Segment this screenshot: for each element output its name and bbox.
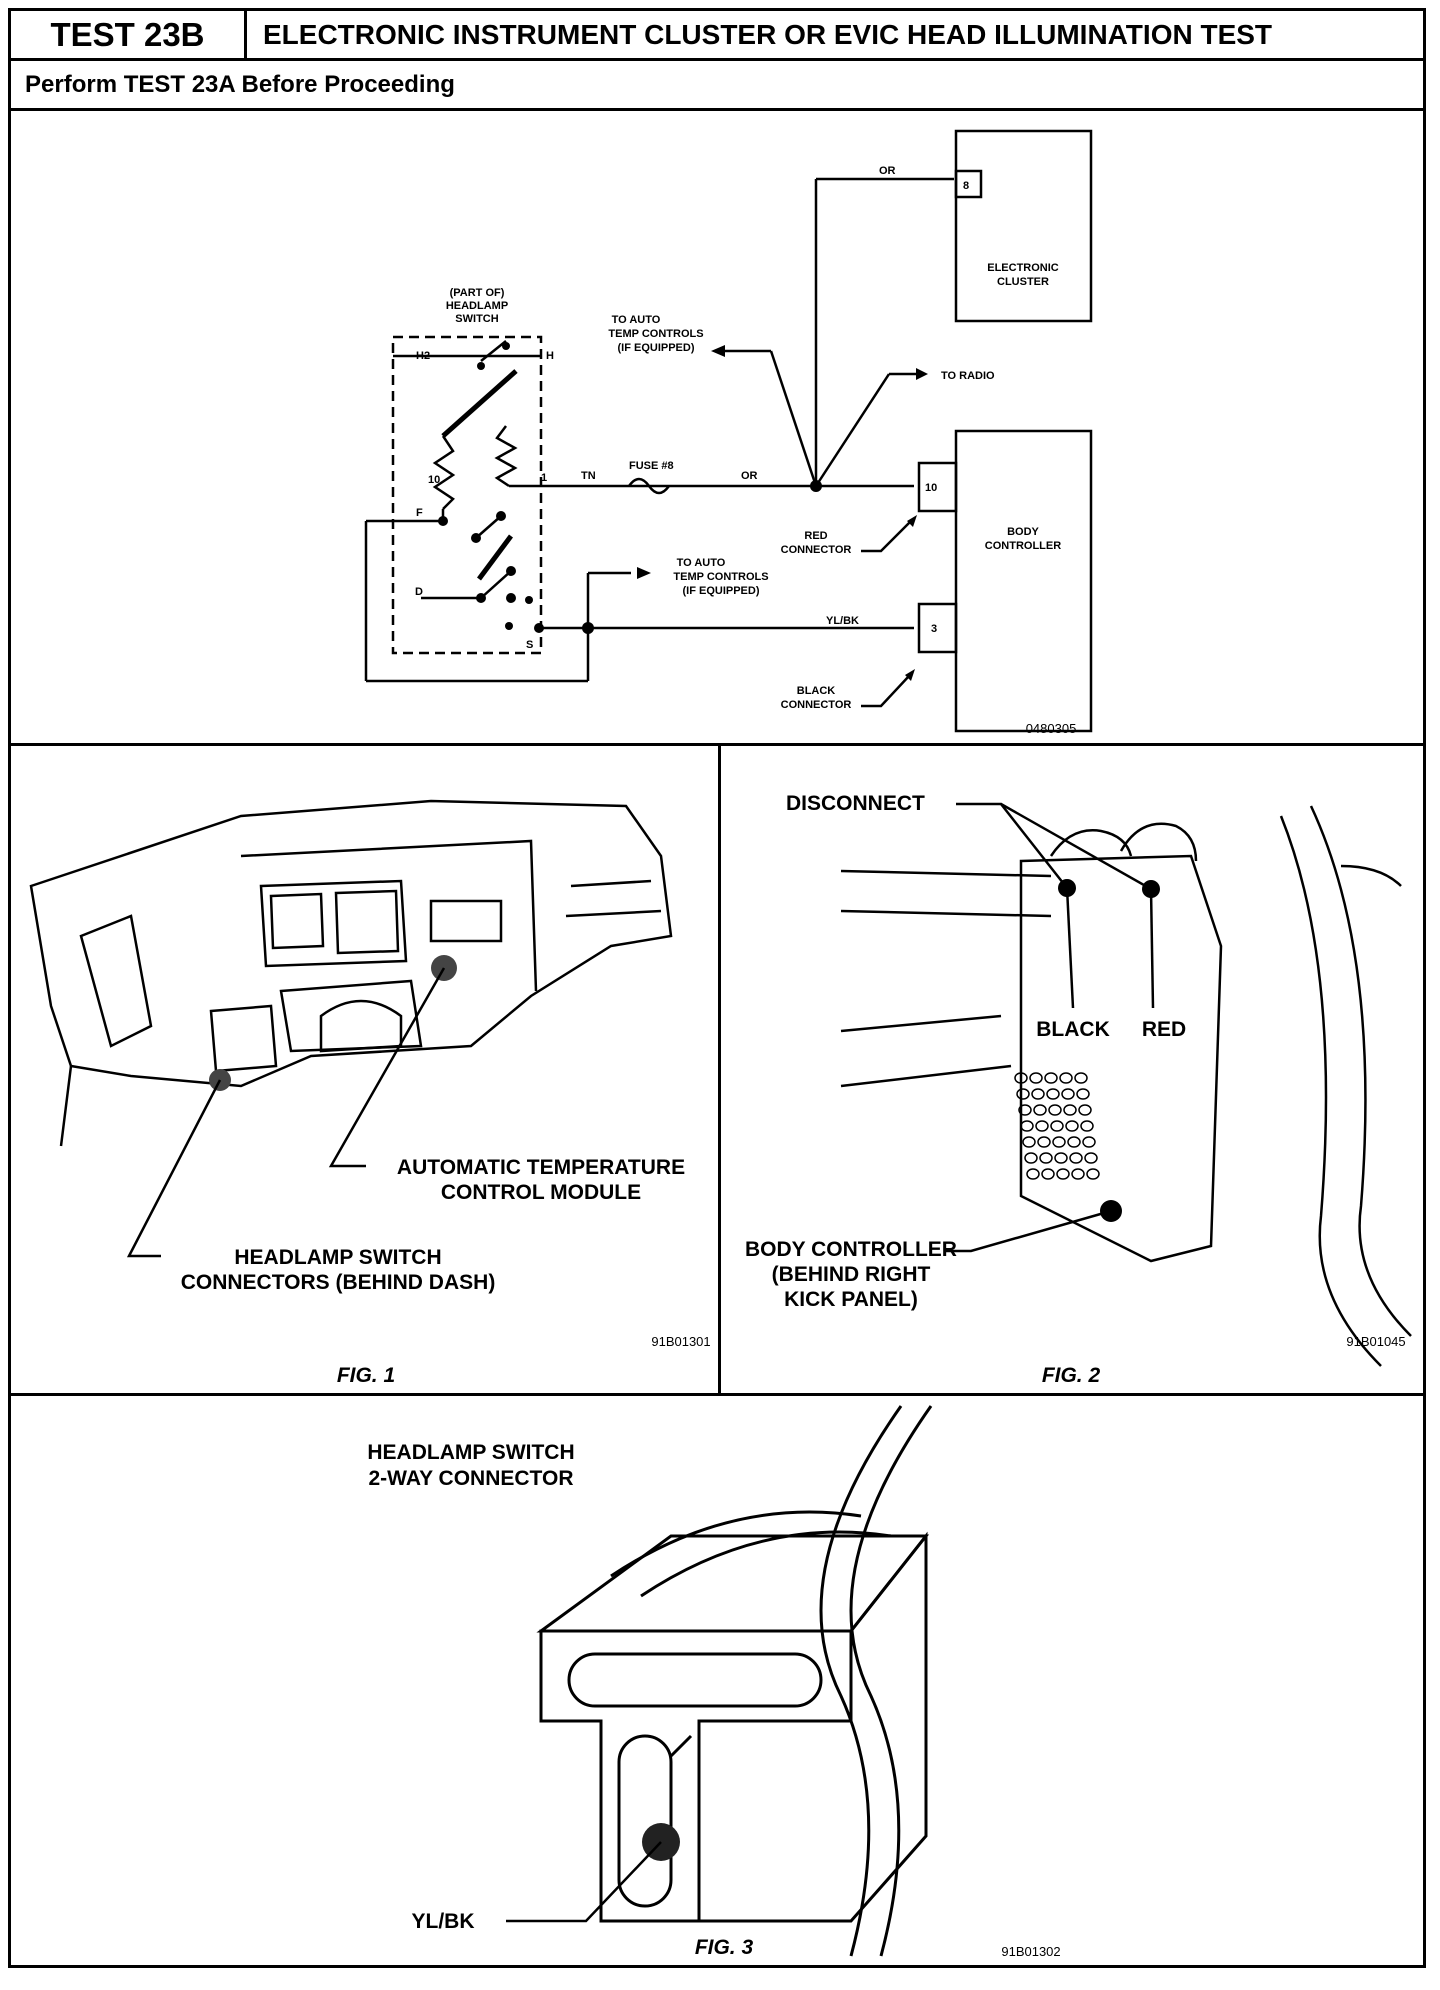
schematic-panel: (PART OF) HEADLAMP SWITCH H2 H 1 10 F D … (11, 111, 1423, 746)
auto-temp-top-1: TO AUTO (612, 314, 661, 326)
switch-label-1: (PART OF) (450, 287, 505, 299)
fig3-title-1: HEADLAMP SWITCH (367, 1441, 574, 1464)
auto-temp-top-3: (IF EQUIPPED) (617, 342, 694, 354)
switch-label-2: HEADLAMP (446, 300, 508, 312)
auto-temp-bottom-1: TO AUTO (677, 557, 726, 569)
pin-d-label: D (415, 586, 423, 598)
atc-label-1: AUTOMATIC TEMPERATURE (397, 1156, 685, 1179)
wire-tn-label: TN (581, 470, 596, 482)
wire-ylbk-label: YL/BK (826, 615, 859, 627)
cluster-pin-label: 8 (963, 180, 969, 192)
bc-pin-3-label: 3 (931, 623, 937, 635)
pin-10-label: 10 (428, 474, 440, 486)
red-connector-label-1: RED (804, 530, 827, 542)
fig1-panel: AUTOMATIC TEMPERATURE CONTROL MODULE HEA… (11, 746, 721, 1396)
auto-temp-top-2: TEMP CONTROLS (608, 328, 703, 340)
black-connector-label: BLACK (1036, 1018, 1110, 1041)
fig2-caption: FIG. 2 (1042, 1364, 1101, 1387)
body-controller-label-3: KICK PANEL) (784, 1288, 918, 1311)
body-controller-label-1: BODY (1007, 526, 1039, 538)
auto-temp-bottom-2: TEMP CONTROLS (673, 571, 768, 583)
headlamp-connectors-label-1: HEADLAMP SWITCH (234, 1246, 441, 1269)
fig3-caption: FIG. 3 (695, 1936, 754, 1959)
pin-1-label: 1 (541, 472, 547, 484)
page-title: ELECTRONIC INSTRUMENT CLUSTER OR EVIC HE… (263, 18, 1273, 50)
schematic-code: 0480305 (1026, 721, 1077, 736)
wire-or-label: OR (741, 470, 758, 482)
atc-label-2: CONTROL MODULE (441, 1181, 641, 1204)
pin-h2-label: H2 (416, 350, 430, 362)
pin-f-label: F (416, 507, 423, 519)
fig3-panel: HEADLAMP SWITCH 2-WAY CONNECTOR YL/BK FI… (11, 1396, 1423, 1965)
body-controller-label-2: CONTROLLER (985, 540, 1061, 552)
vent-pattern (1014, 1072, 1100, 1180)
fig3-illustration: HEADLAMP SWITCH 2-WAY CONNECTOR YL/BK FI… (367, 1405, 1061, 1959)
fig3-code: 91B01302 (1001, 1944, 1060, 1959)
fig2-code: 91B01045 (1346, 1334, 1405, 1349)
switch-label-3: SWITCH (455, 313, 498, 325)
fig1-code: 91B01301 (651, 1334, 710, 1349)
fig1-illustration: AUTOMATIC TEMPERATURE CONTROL MODULE HEA… (29, 799, 711, 1387)
header-bar: TEST 23B ELECTRONIC INSTRUMENT CLUSTER O… (11, 11, 1423, 61)
fuse-label: FUSE #8 (629, 460, 674, 472)
wire-or-top-label: OR (879, 165, 896, 177)
prerequisite-note: Perform TEST 23A Before Proceeding (11, 61, 1423, 111)
fig3-title-2: 2-WAY CONNECTOR (369, 1467, 574, 1490)
headlamp-connectors-label-2: CONNECTORS (BEHIND DASH) (181, 1271, 496, 1294)
wiring-schematic: (PART OF) HEADLAMP SWITCH H2 H 1 10 F D … (364, 129, 1093, 736)
pin-h-label: H (546, 350, 554, 362)
red-connector-label: RED (1142, 1018, 1186, 1041)
disconnect-label: DISCONNECT (786, 792, 925, 815)
auto-temp-bottom-3: (IF EQUIPPED) (682, 585, 759, 597)
body-controller-label-1: BODY CONTROLLER (745, 1238, 957, 1261)
pin-s-label: S (526, 639, 533, 651)
fig2-panel: DISCONNECT BLACK RED BODY CONTROLLER (BE… (721, 746, 1423, 1396)
red-connector-label-2: CONNECTOR (781, 544, 852, 556)
cluster-label-2: CLUSTER (997, 276, 1049, 288)
ylbk-wire-label: YL/BK (412, 1910, 475, 1933)
fig2-illustration: DISCONNECT BLACK RED BODY CONTROLLER (BE… (745, 792, 1412, 1387)
test-number: TEST 23B (11, 11, 247, 58)
bc-pin-10-label: 10 (925, 482, 937, 494)
body-controller-label-2: (BEHIND RIGHT (772, 1263, 931, 1286)
black-connector-label-1: BLACK (797, 685, 836, 697)
cluster-label-1: ELECTRONIC (987, 262, 1059, 274)
black-connector-label-2: CONNECTOR (781, 699, 852, 711)
page-frame: TEST 23B ELECTRONIC INSTRUMENT CLUSTER O… (8, 8, 1426, 1968)
fig1-caption: FIG. 1 (337, 1364, 395, 1387)
to-radio-label: TO RADIO (941, 370, 995, 382)
